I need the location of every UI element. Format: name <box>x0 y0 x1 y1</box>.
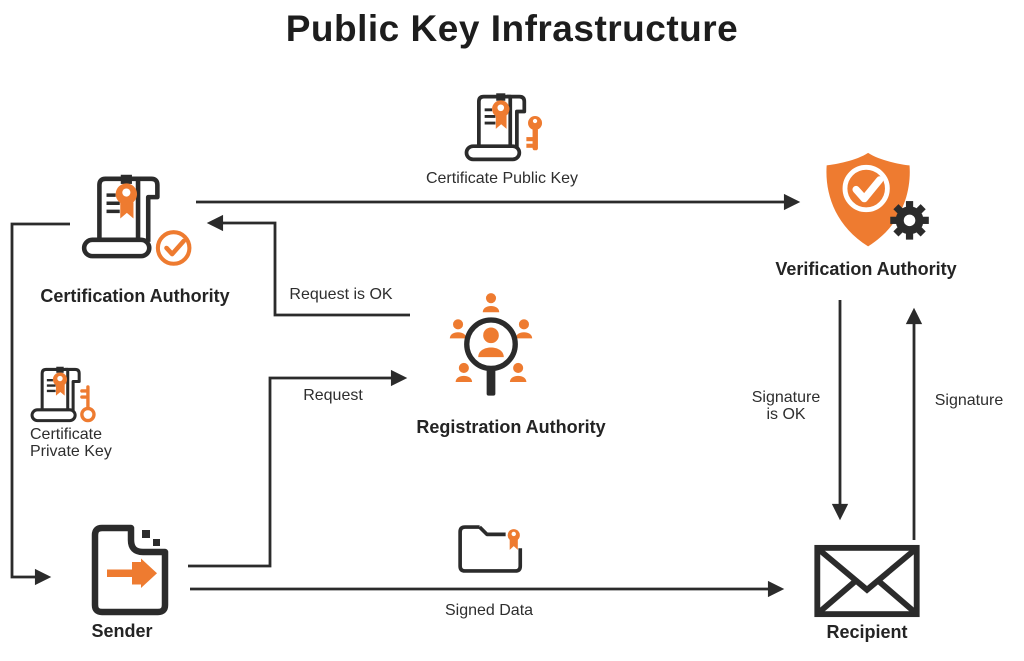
node-sender: Sender <box>85 520 185 641</box>
people-icons <box>449 293 533 383</box>
request-label: Request <box>303 387 363 404</box>
certificate-private-key-label: Certificate Private Key <box>30 426 112 460</box>
request-is-ok-label: Request is OK <box>289 286 393 303</box>
certification-authority-label: Certification Authority <box>40 286 230 306</box>
node-registration-authority: Registration Authority <box>416 288 606 437</box>
arrow-sender-to-ra-request <box>188 369 408 568</box>
sender-label: Sender <box>91 621 153 641</box>
document-send-arrow-icon <box>91 524 169 616</box>
envelope-icon <box>814 544 920 618</box>
verification-authority-label: Verification Authority <box>775 259 957 279</box>
folder-seal-icon <box>458 525 523 573</box>
shield-check-gear-icon <box>826 152 929 247</box>
arrow-ca-to-sender-private-key <box>10 222 70 586</box>
node-certification-authority: Certification Authority <box>40 170 230 306</box>
registration-authority-label: Registration Authority <box>416 417 606 437</box>
artifact-certificate-public-key: Certificate Public Key <box>426 90 578 187</box>
certificate-seal-check-icon <box>81 174 192 266</box>
signature-is-ok-label: Signature is OK <box>751 389 821 423</box>
people-magnifier-icon <box>449 293 533 396</box>
artifact-certificate-private-key: Certificate Private Key <box>26 364 112 460</box>
node-verification-authority: Verification Authority <box>775 150 957 279</box>
certificate-private-key-icon <box>30 366 96 423</box>
person-in-lens-icon <box>478 327 504 358</box>
page-title: Public Key Infrastructure <box>285 8 739 49</box>
signed-data-label: Signed Data <box>444 602 534 619</box>
certificate-public-key-label: Certificate Public Key <box>425 170 579 187</box>
recipient-label: Recipient <box>826 622 908 642</box>
artifact-signed-data: Signed Data <box>445 520 533 619</box>
signature-label: Signature <box>934 392 1004 409</box>
certificate-public-key-icon <box>464 93 543 162</box>
node-recipient: Recipient <box>812 543 922 642</box>
arrow-ra-to-ca-request-is-ok <box>206 214 410 317</box>
gear-icon <box>890 201 929 240</box>
